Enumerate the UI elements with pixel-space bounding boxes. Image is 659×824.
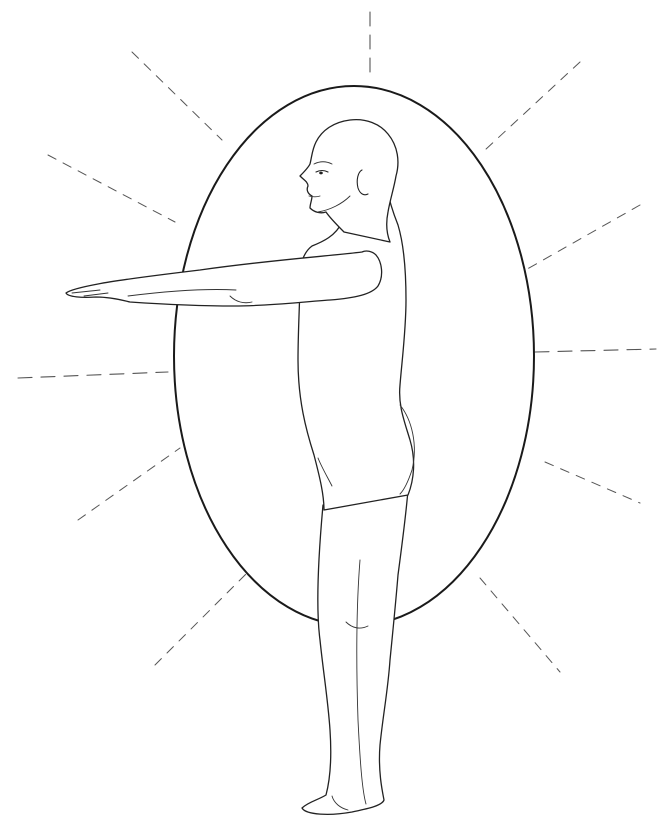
figure-legs (302, 490, 408, 814)
ray-top-left-2 (48, 155, 175, 222)
ray-top-right-1 (485, 62, 580, 150)
ray-lower-right-1 (545, 462, 640, 503)
ray-top-left-1 (132, 52, 222, 140)
human-figure (66, 120, 414, 815)
ray-right (535, 349, 656, 352)
ray-lower-right-2 (480, 578, 560, 672)
ray-lower-left-1 (78, 448, 180, 520)
eye-pupil (319, 172, 323, 175)
figure-arm (66, 251, 382, 306)
ray-left (18, 372, 168, 378)
ray-lower-left-2 (155, 570, 250, 665)
ray-top-right-2 (522, 205, 640, 272)
figure-head (300, 120, 398, 242)
